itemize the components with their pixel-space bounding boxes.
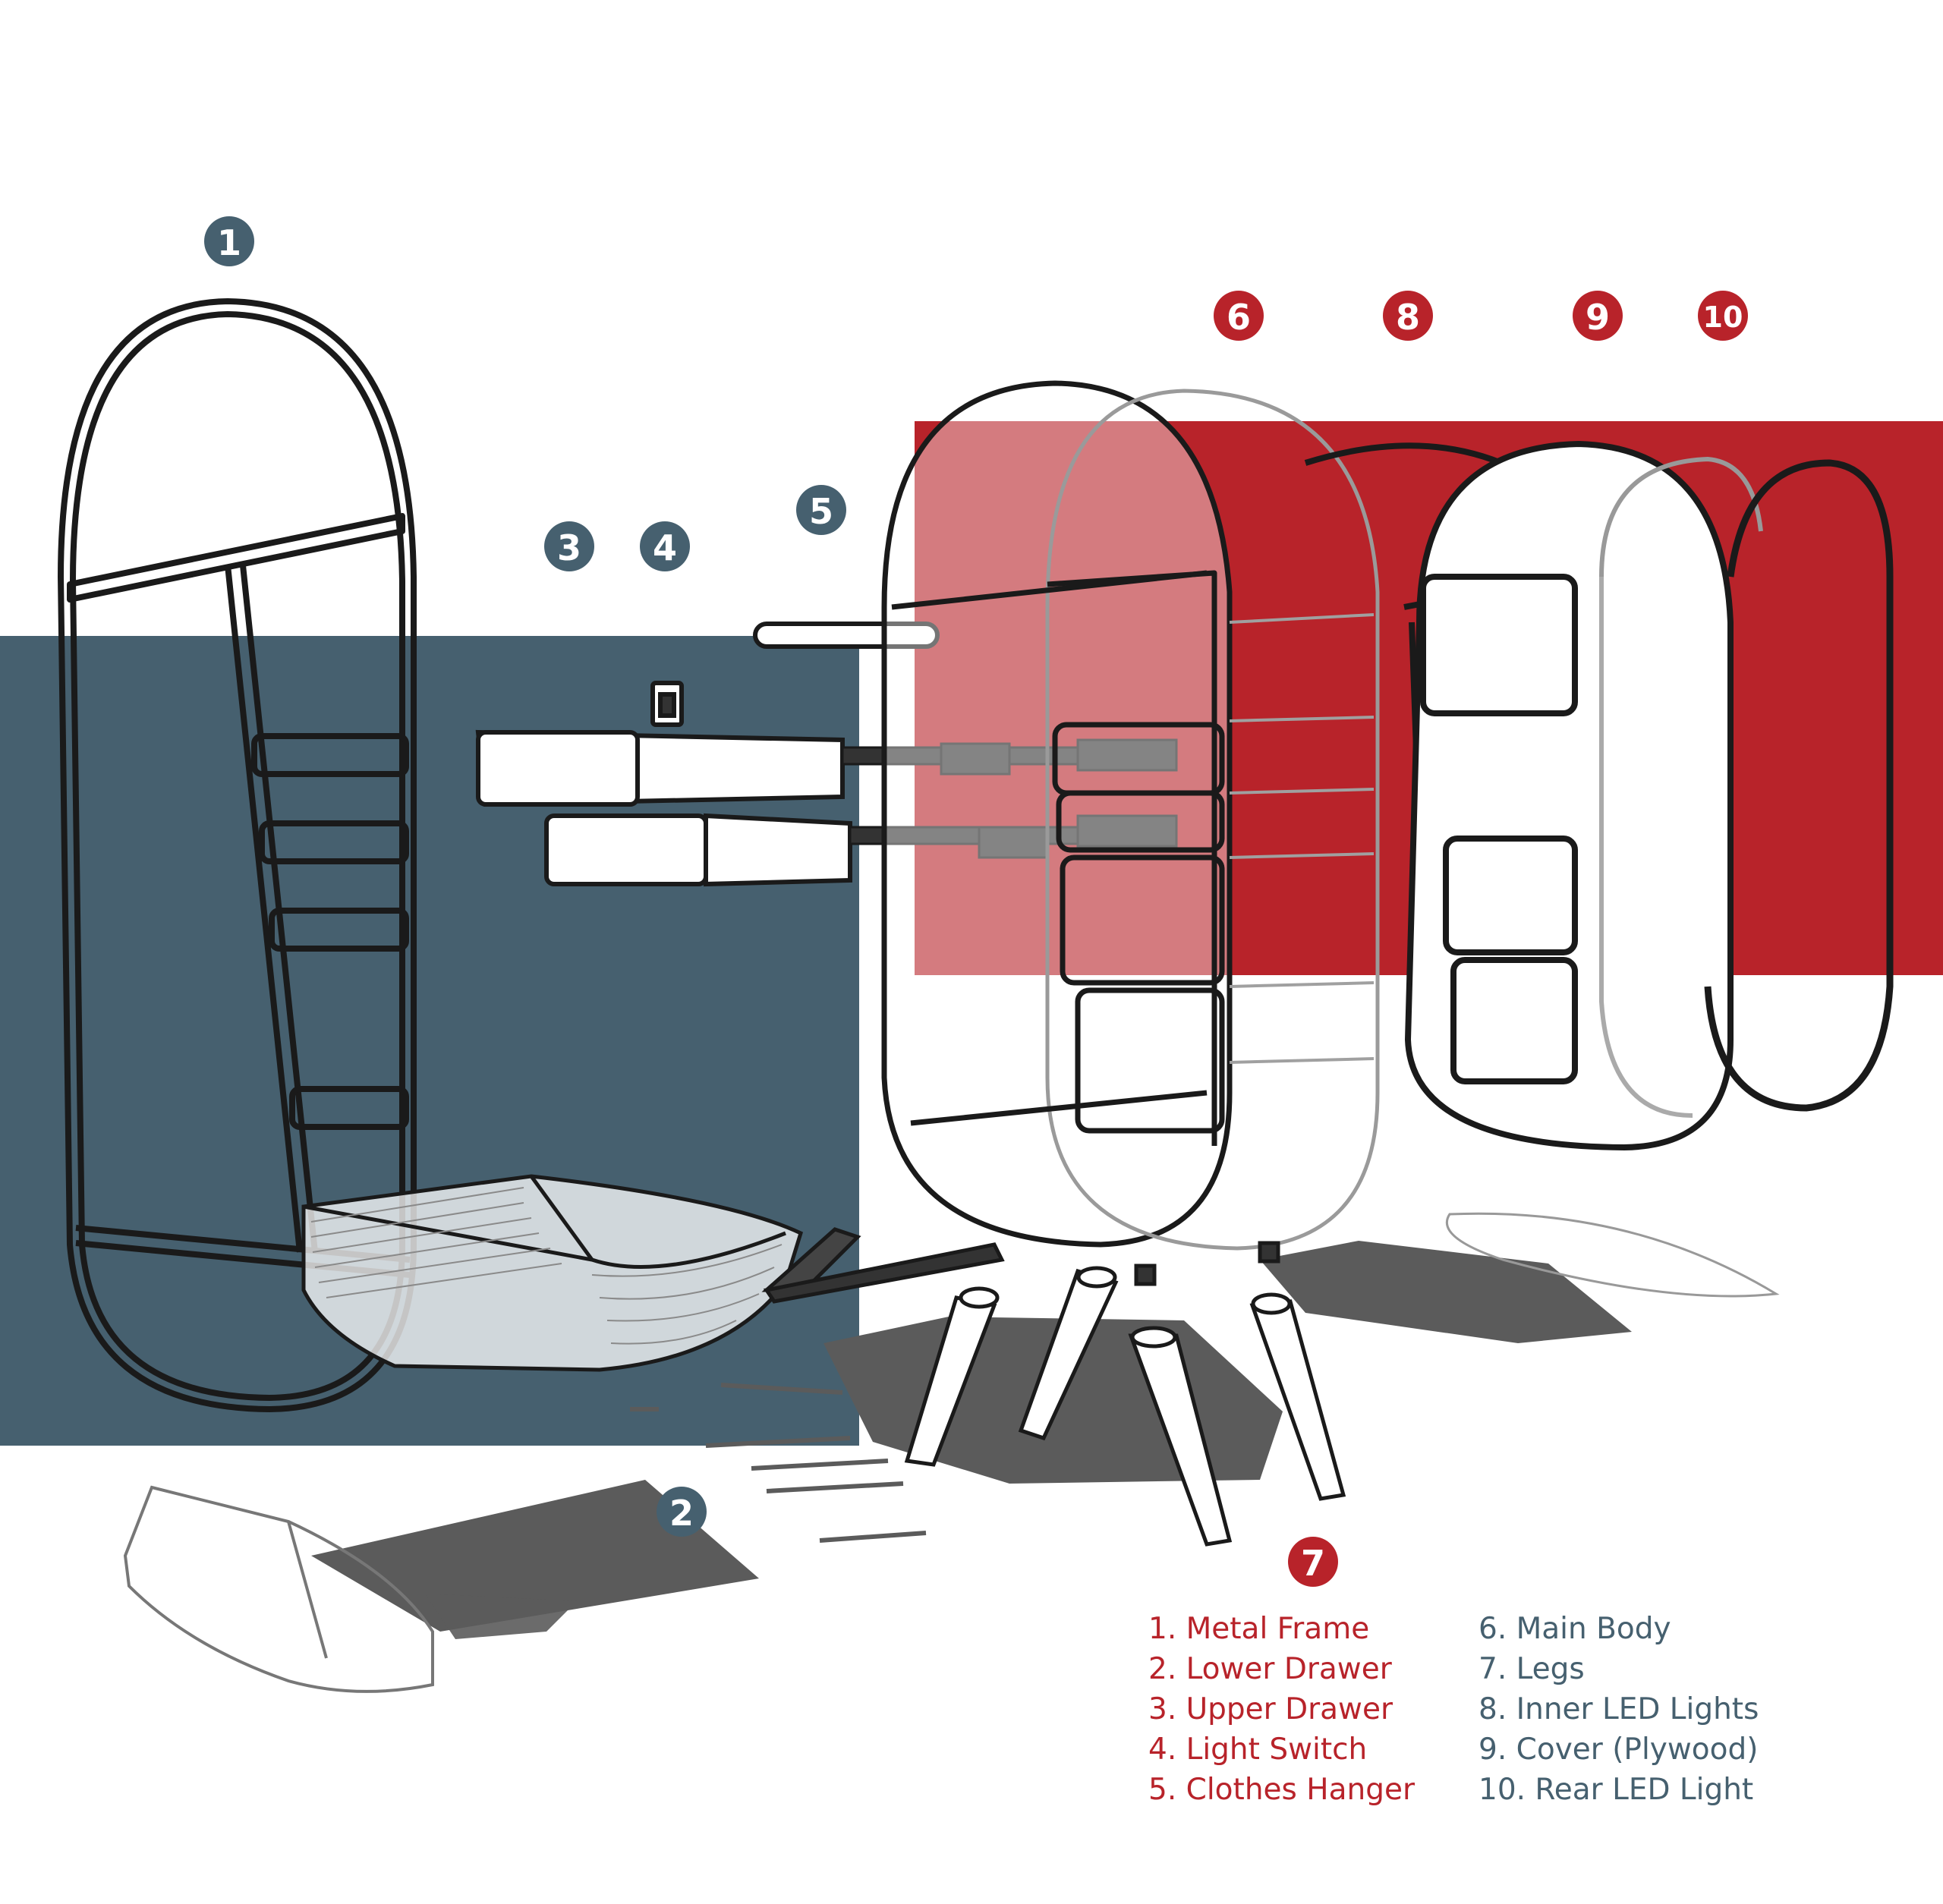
- svg-text:3: 3: [557, 527, 581, 568]
- marker-2: 2: [657, 1487, 707, 1537]
- legend-item: 5. Clothes Hanger: [1148, 1773, 1415, 1807]
- svg-text:10: 10: [1703, 301, 1743, 334]
- marker-6: 6: [1214, 291, 1264, 341]
- cover-plywood: [1405, 441, 1763, 1150]
- marker-1: 1: [204, 216, 254, 266]
- legend-item: 7. Legs: [1479, 1652, 1585, 1686]
- marker-5: 5: [796, 485, 846, 535]
- lower-drawer: [301, 1174, 1005, 1372]
- rear-led-light: [1704, 459, 1894, 1112]
- marker-3: 3: [544, 521, 594, 571]
- clothes-hanger: [753, 622, 940, 649]
- marker-8: 8: [1383, 291, 1433, 341]
- legend-item: 9. Cover (Plywood): [1479, 1732, 1759, 1767]
- marker-10: 10: [1698, 291, 1748, 341]
- main-body: [881, 380, 1380, 1251]
- svg-text:9: 9: [1586, 297, 1610, 338]
- legend-item: 2. Lower Drawer: [1148, 1652, 1392, 1686]
- svg-text:7: 7: [1301, 1543, 1325, 1584]
- legend-item: 3. Upper Drawer: [1148, 1692, 1393, 1726]
- marker-7: 7: [1288, 1537, 1338, 1587]
- shadow-hatching: [630, 1383, 927, 1543]
- legend-item: 10. Rear LED Light: [1479, 1773, 1754, 1807]
- metal-frame: [58, 298, 417, 1412]
- svg-text:8: 8: [1396, 297, 1420, 338]
- legend-item: 6. Main Body: [1479, 1612, 1671, 1646]
- legend-item: 1. Metal Frame: [1148, 1612, 1370, 1646]
- legend-left-column: 1. Metal Frame 2. Lower Drawer 3. Upper …: [1148, 1609, 1415, 1810]
- svg-text:4: 4: [653, 527, 677, 568]
- legs: [904, 1241, 1346, 1547]
- upper-drawers: [475, 681, 1178, 887]
- svg-text:6: 6: [1227, 297, 1251, 338]
- marker-9: 9: [1573, 291, 1623, 341]
- lower-drawer-ghost: [123, 1212, 1780, 1693]
- legend-item: 8. Inner LED Lights: [1479, 1692, 1759, 1726]
- svg-text:1: 1: [217, 222, 241, 263]
- svg-text:2: 2: [669, 1493, 694, 1534]
- legend-item: 4. Light Switch: [1148, 1732, 1368, 1767]
- marker-4: 4: [640, 521, 690, 571]
- legend-right-column: 6. Main Body 7. Legs 8. Inner LED Lights…: [1479, 1609, 1759, 1810]
- svg-text:5: 5: [809, 491, 833, 532]
